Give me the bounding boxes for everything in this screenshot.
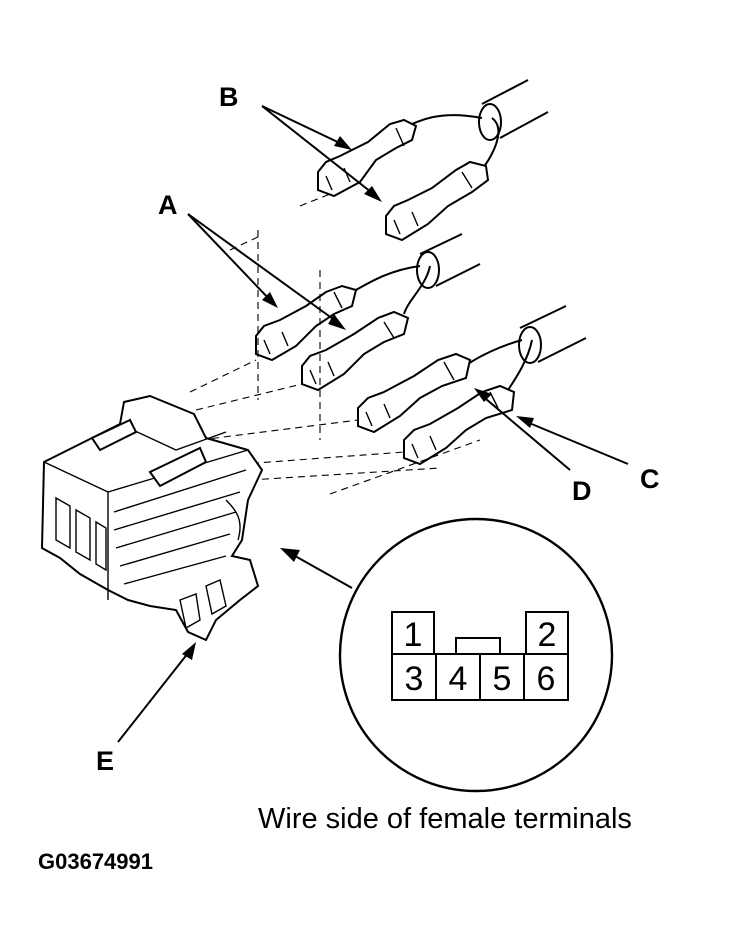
label-a: A	[158, 190, 178, 220]
cable-cd	[467, 305, 587, 391]
pin-6: 6	[537, 660, 556, 698]
pin-2: 2	[538, 616, 557, 654]
cable-b	[403, 79, 549, 173]
label-d: D	[572, 476, 592, 506]
label-e: E	[96, 746, 114, 776]
pin-4: 4	[449, 660, 468, 698]
pin-cell-1	[391, 611, 435, 655]
leader-arrows	[117, 105, 629, 743]
terminal-b-upper	[317, 118, 418, 198]
cable-a	[355, 233, 481, 315]
pin-3: 3	[405, 660, 424, 698]
terminal-c	[403, 384, 516, 466]
terminal-a-right	[301, 310, 410, 392]
alignment-guides	[189, 193, 481, 495]
pin-cell-2	[525, 611, 569, 655]
terminal-inset: 1 2 3 4 5 6	[338, 517, 614, 793]
label-b: B	[219, 82, 239, 112]
terminal-b-lower	[385, 160, 490, 242]
inset-caption: Wire side of female terminals	[258, 803, 632, 835]
connector-housing	[40, 394, 264, 642]
terminal-a-left	[255, 284, 358, 362]
pin-5: 5	[493, 660, 512, 698]
terminal-d	[357, 352, 472, 434]
figure-code: G03674991	[38, 849, 153, 874]
terminal-lock-tab	[455, 637, 501, 655]
pin-1: 1	[404, 616, 423, 654]
label-c: C	[640, 464, 660, 494]
